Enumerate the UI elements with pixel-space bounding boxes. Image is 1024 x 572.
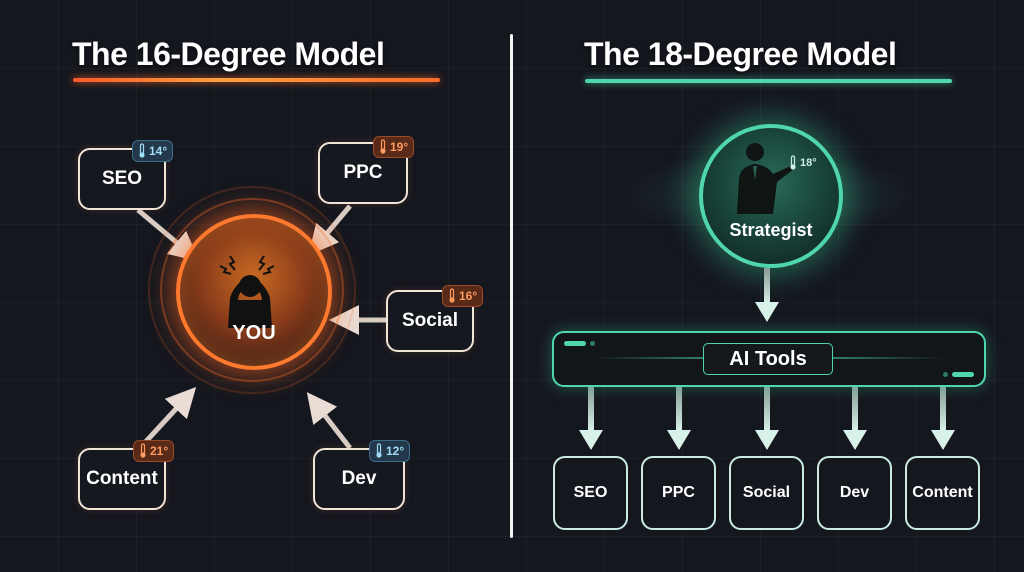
indicator-dot: [943, 372, 948, 377]
node-ppc-right: PPC: [641, 456, 716, 530]
node-label: Social: [742, 484, 791, 501]
left-title-underline: [73, 78, 440, 82]
temperature-badge-social: 16°: [442, 285, 484, 307]
node-label: Content: [86, 468, 158, 489]
node-label: PPC: [343, 162, 383, 183]
left-title: The 16-Degree Model: [72, 36, 385, 72]
node-label: Dev: [839, 484, 870, 501]
right-title: The 18-Degree Model: [584, 36, 897, 72]
node-label: PPC: [662, 484, 695, 501]
node-label: Dev: [341, 468, 377, 489]
thermometer-icon: [375, 443, 383, 458]
panel-divider: [510, 34, 513, 538]
thermometer-icon: [139, 443, 147, 458]
node-social-right: Social: [729, 456, 804, 530]
node-label: Content: [912, 484, 973, 501]
temperature-badge-dev: 12°: [369, 440, 411, 462]
indicator-light: [952, 372, 974, 377]
node-label: Social: [402, 310, 458, 331]
thermometer-icon: [789, 155, 797, 170]
node-dev-right: Dev: [817, 456, 892, 530]
node-label: SEO: [101, 168, 143, 189]
node-label: SEO: [573, 484, 608, 501]
strategist-label: Strategist: [729, 220, 813, 240]
thermometer-icon: [448, 288, 456, 303]
indicator-dot: [590, 341, 595, 346]
node-seo-right: SEO: [553, 456, 628, 530]
thermometer-icon: [379, 139, 387, 154]
temperature-badge-ppc: 19°: [373, 136, 415, 158]
left-arrows: [136, 204, 386, 450]
temperature-badge-seo: 14°: [132, 140, 174, 162]
thermometer-icon: [138, 143, 146, 158]
strategist-temperature: 18°: [789, 155, 817, 170]
you-label: YOU: [232, 322, 276, 344]
you-center-node: YOU: [176, 214, 332, 370]
indicator-light: [564, 341, 586, 346]
node-content-right: Content: [905, 456, 980, 530]
businessman-icon: [737, 143, 796, 214]
node-content: Content: [78, 448, 166, 510]
glow-ring-outer-2: [148, 186, 356, 394]
stressed-person-icon: [219, 255, 275, 328]
temperature-badge-content: 21°: [133, 440, 175, 462]
strategist-node: 18° Strategist: [699, 124, 843, 268]
ai-tools-label: AI Tools: [703, 343, 833, 375]
right-title-underline: [585, 79, 952, 83]
